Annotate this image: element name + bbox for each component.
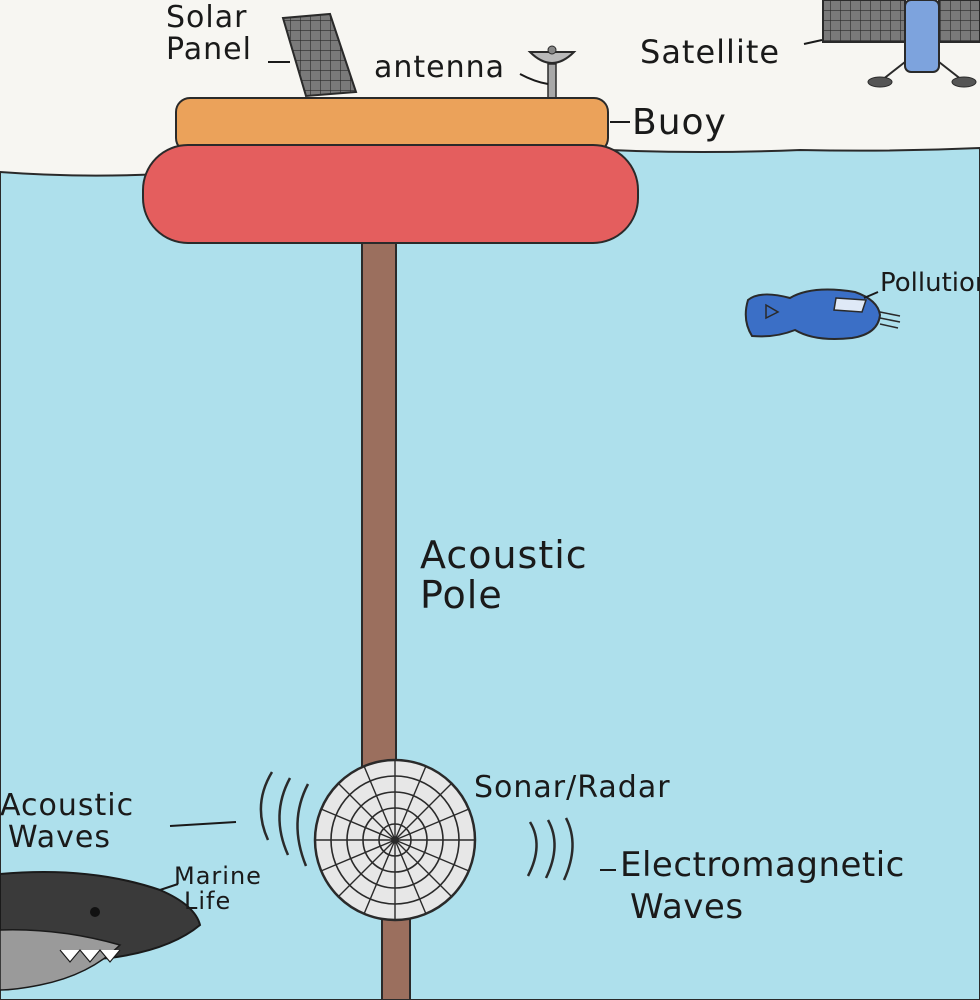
label-marine-life: Marine Life — [174, 862, 262, 916]
sonar-radar-device — [313, 758, 477, 922]
label-acoustic-waves-line1: Acoustic — [0, 788, 135, 823]
label-solar-panel-line2: Panel — [166, 31, 252, 67]
label-solar-panel: Solar Panel — [166, 2, 252, 65]
acoustic-pole-lower — [381, 917, 411, 1000]
label-electromagnetic-waves-line1: Electromagnetic — [620, 845, 905, 885]
acoustic-waves — [259, 771, 310, 867]
label-electromagnetic-waves: Electromagnetic Waves — [620, 845, 905, 927]
label-acoustic-waves-line2: Waves — [8, 819, 111, 855]
label-buoy: Buoy — [632, 102, 727, 143]
ocean-water — [0, 146, 980, 1000]
acoustic-pole — [361, 242, 397, 774]
buoy — [142, 97, 639, 244]
label-marine-life-line2: Life — [184, 887, 232, 916]
shark-marine-life — [0, 871, 202, 991]
label-acoustic-waves: Acoustic Waves — [0, 790, 134, 853]
label-acoustic-pole-line1: Acoustic — [420, 533, 588, 577]
label-pollution: Pollution — [880, 268, 980, 298]
buoy-float — [142, 144, 639, 244]
satellite-solar-array — [822, 0, 906, 43]
label-sonar-radar: Sonar/Radar — [474, 770, 671, 805]
label-antenna: antenna — [374, 50, 506, 85]
label-satellite: Satellite — [640, 33, 781, 71]
satellite-body — [904, 0, 940, 73]
satellite — [822, 0, 980, 88]
solar-panel — [281, 12, 358, 98]
label-acoustic-pole: Acoustic Pole — [420, 533, 588, 617]
electromagnetic-waves — [526, 817, 574, 881]
satellite-solar-array-right — [938, 0, 980, 43]
label-marine-life-line1: Marine — [174, 862, 262, 890]
label-solar-panel-line1: Solar — [166, 0, 248, 35]
label-pointer-lines — [159, 39, 879, 891]
buoy-top-deck — [175, 97, 609, 153]
label-acoustic-pole-line2: Pole — [420, 572, 503, 617]
label-electromagnetic-waves-line2: Waves — [630, 886, 744, 927]
pollution-bottle — [744, 288, 901, 340]
